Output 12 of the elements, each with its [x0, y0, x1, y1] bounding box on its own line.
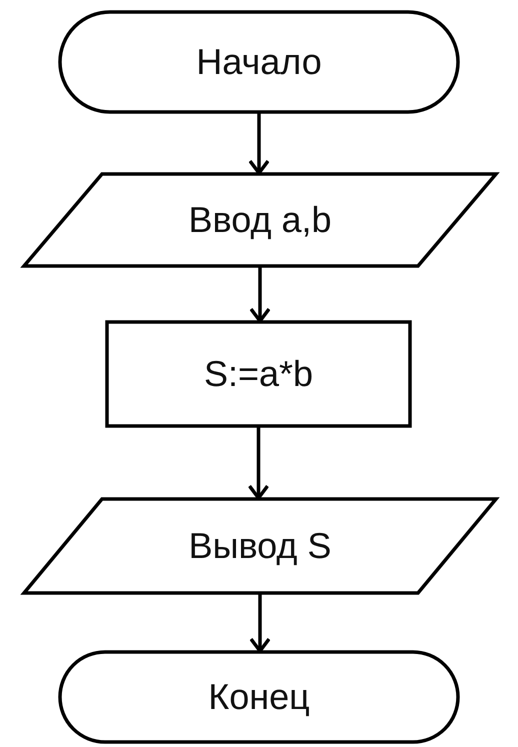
- arrow: [248, 427, 270, 500]
- arrow: [249, 594, 271, 653]
- arrow: [249, 267, 271, 323]
- arrow: [248, 113, 270, 175]
- node-label: Ввод a,b: [188, 199, 332, 241]
- node-label: Вывод S: [188, 525, 332, 567]
- node-label: Начало: [196, 41, 322, 83]
- node-label: S:=a*b: [204, 353, 314, 395]
- node-label: Конец: [208, 676, 310, 718]
- output-parallelogram: [22, 497, 498, 595]
- input-parallelogram: [22, 172, 498, 268]
- process-box: [105, 320, 412, 428]
